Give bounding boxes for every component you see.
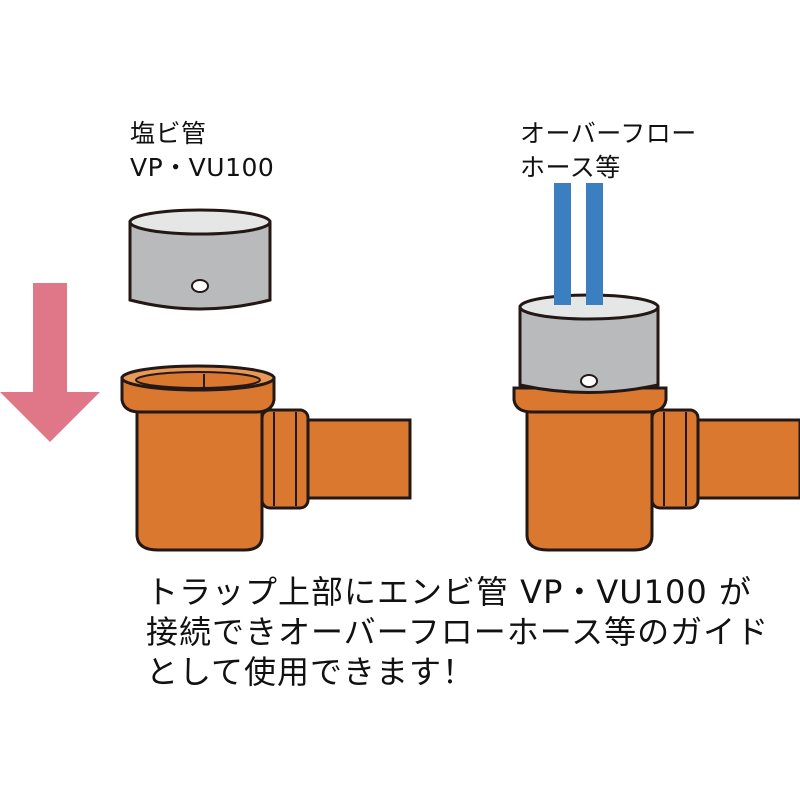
- overflow-hose-label-line1: オーバーフロー: [520, 119, 697, 148]
- pvc-pipe-label: 塩ビ管: [130, 119, 207, 148]
- caption-line-2: 接続できオーバーフローホース等のガイド: [146, 613, 770, 651]
- pvc-pipe-spec-label: VP・VU100: [130, 153, 275, 182]
- trap-left: [120, 364, 412, 552]
- caption-line-3: として使用できます！: [146, 653, 476, 691]
- down-arrow-icon: [0, 283, 100, 442]
- overflow-hose-label-line2: ホース等: [520, 153, 621, 182]
- hose-2: [586, 183, 603, 305]
- caption-line-1: トラップ上部にエンビ管 VP・VU100 が: [146, 573, 752, 611]
- pvc-pipe-left: [128, 208, 272, 311]
- hose-1: [554, 183, 571, 305]
- overflow-hoses: [554, 183, 603, 305]
- trap-right: [512, 386, 800, 552]
- pvc-pipe-right: [518, 293, 660, 394]
